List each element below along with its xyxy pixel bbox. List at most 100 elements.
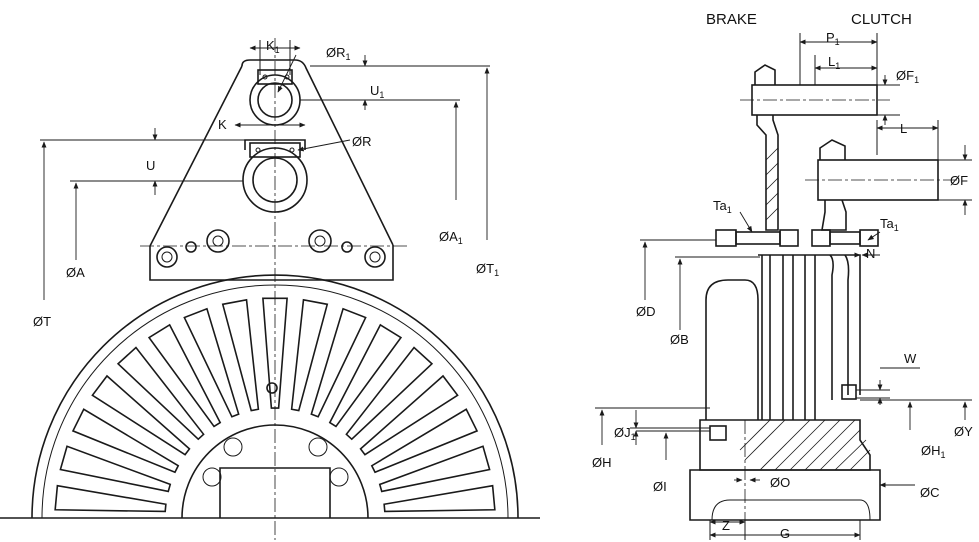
dim-label-main: ØT — [33, 314, 51, 329]
dim-label-k1: K1 — [266, 38, 280, 55]
brake-housing — [705, 279, 759, 420]
dim-label-u: U — [146, 158, 155, 173]
vane — [91, 374, 191, 456]
clutch-header: CLUTCH — [851, 11, 912, 28]
vane — [116, 346, 205, 441]
dim-label-main: ØA — [439, 229, 458, 244]
dim-label-b: ØB — [670, 332, 689, 347]
dim-label-h: ØH — [592, 455, 612, 470]
dim-label-h1: ØH1 — [921, 443, 946, 460]
bracket-base — [149, 245, 394, 281]
dim-label-main: ØH — [592, 455, 612, 470]
dim-label-l1: L1 — [828, 54, 840, 71]
dim-label-main: Ta — [713, 198, 728, 213]
dim-label-sub: 1 — [346, 52, 351, 62]
brake-header: BRAKE — [706, 11, 757, 28]
dim-label-sub: 1 — [494, 268, 499, 278]
dim-label-main: ØA — [66, 265, 85, 280]
vane — [345, 346, 434, 441]
base-flange — [689, 469, 881, 521]
disc-plates — [761, 254, 850, 420]
hub-hatch — [739, 419, 871, 471]
dim-label-a: ØA — [66, 265, 85, 280]
brake-arm-hatch — [765, 147, 779, 221]
dim-label-main: K — [218, 117, 227, 132]
dim-label-main: ØF — [950, 173, 968, 188]
dim-label-t: ØT — [33, 314, 51, 329]
dim-label-w: W — [904, 351, 917, 366]
dim-label-r: ØR — [352, 134, 372, 149]
dim-label-sub: 1 — [835, 61, 840, 71]
vane — [262, 297, 288, 409]
vane — [310, 307, 367, 418]
dim-label-sub: 1 — [941, 450, 946, 460]
dim-label-main: U — [146, 158, 155, 173]
dim-label-n: N — [866, 246, 875, 261]
vane — [359, 374, 459, 456]
vane — [54, 484, 167, 513]
bracket-right-edge — [241, 59, 394, 246]
dim-label-main: ØT — [476, 261, 494, 276]
dim-label-main: P — [826, 30, 835, 45]
dim-label-main: ØB — [670, 332, 689, 347]
dim-label-d: ØD — [636, 304, 656, 319]
section-view — [595, 33, 972, 540]
clutch-lever-top — [819, 139, 846, 160]
dim-label-main: G — [780, 526, 790, 541]
dim-label-f1: ØF1 — [896, 68, 919, 85]
dim-label-y: ØY — [954, 424, 973, 439]
brake-lever-arm — [756, 115, 779, 231]
vane — [147, 323, 222, 428]
dim-label-a1: ØA1 — [439, 229, 463, 246]
ta1-bolts — [715, 229, 879, 247]
dim-label-main: ØD — [636, 304, 656, 319]
bracket-left-edge — [149, 65, 243, 247]
hub-rosettes — [202, 437, 349, 487]
dim-label-c: ØC — [920, 485, 940, 500]
dim-label-sub: 1 — [458, 236, 463, 246]
dim-label-t1: ØT1 — [476, 261, 499, 278]
vane — [370, 408, 479, 474]
dim-label-main: ØY — [954, 424, 973, 439]
disc-pack-top — [758, 254, 861, 395]
vane — [183, 307, 240, 418]
dim-label-sub: 1 — [835, 37, 840, 47]
dim-label-r1: ØR1 — [326, 45, 351, 62]
dim-label-main: U — [370, 83, 379, 98]
dim-label-ta1-left: Ta1 — [713, 198, 732, 215]
dim-label-p1: P1 — [826, 30, 840, 47]
dim-label-main: L — [828, 54, 835, 69]
bolt-row — [156, 229, 386, 268]
dim-label-main: ØF — [896, 68, 914, 83]
dim-label-z: Z — [722, 518, 730, 533]
dim-label-main: N — [866, 246, 875, 261]
dim-label-sub: 1 — [379, 90, 384, 100]
dim-label-main: ØC — [920, 485, 940, 500]
vane — [59, 445, 172, 493]
dim-label-main: ØR — [352, 134, 372, 149]
dim-label-g: G — [780, 526, 790, 541]
dim-label-sub: 1 — [631, 432, 636, 442]
dim-label-main: Ta — [880, 216, 895, 231]
dim-label-main: W — [904, 351, 917, 366]
dim-label-main: ØR — [326, 45, 346, 60]
vane — [221, 298, 260, 412]
vane — [328, 323, 403, 428]
vane — [383, 484, 496, 513]
dim-label-sub: 1 — [894, 223, 899, 233]
dim-label-l: L — [900, 121, 907, 136]
dim-label-main: ØH — [921, 443, 941, 458]
base-inner — [711, 499, 871, 521]
dim-label-main: ØO — [770, 475, 790, 490]
labels: BRAKE CLUTCH — [706, 11, 912, 28]
j1-screw — [709, 425, 727, 441]
disc-index-hole — [266, 382, 278, 394]
brake-lever-top — [754, 64, 776, 85]
dim-label-i: ØI — [653, 479, 667, 494]
dim-label-f: ØF — [950, 173, 968, 188]
disc-center-slot — [219, 467, 331, 518]
vane — [290, 298, 329, 412]
cooling-vanes — [54, 297, 496, 513]
